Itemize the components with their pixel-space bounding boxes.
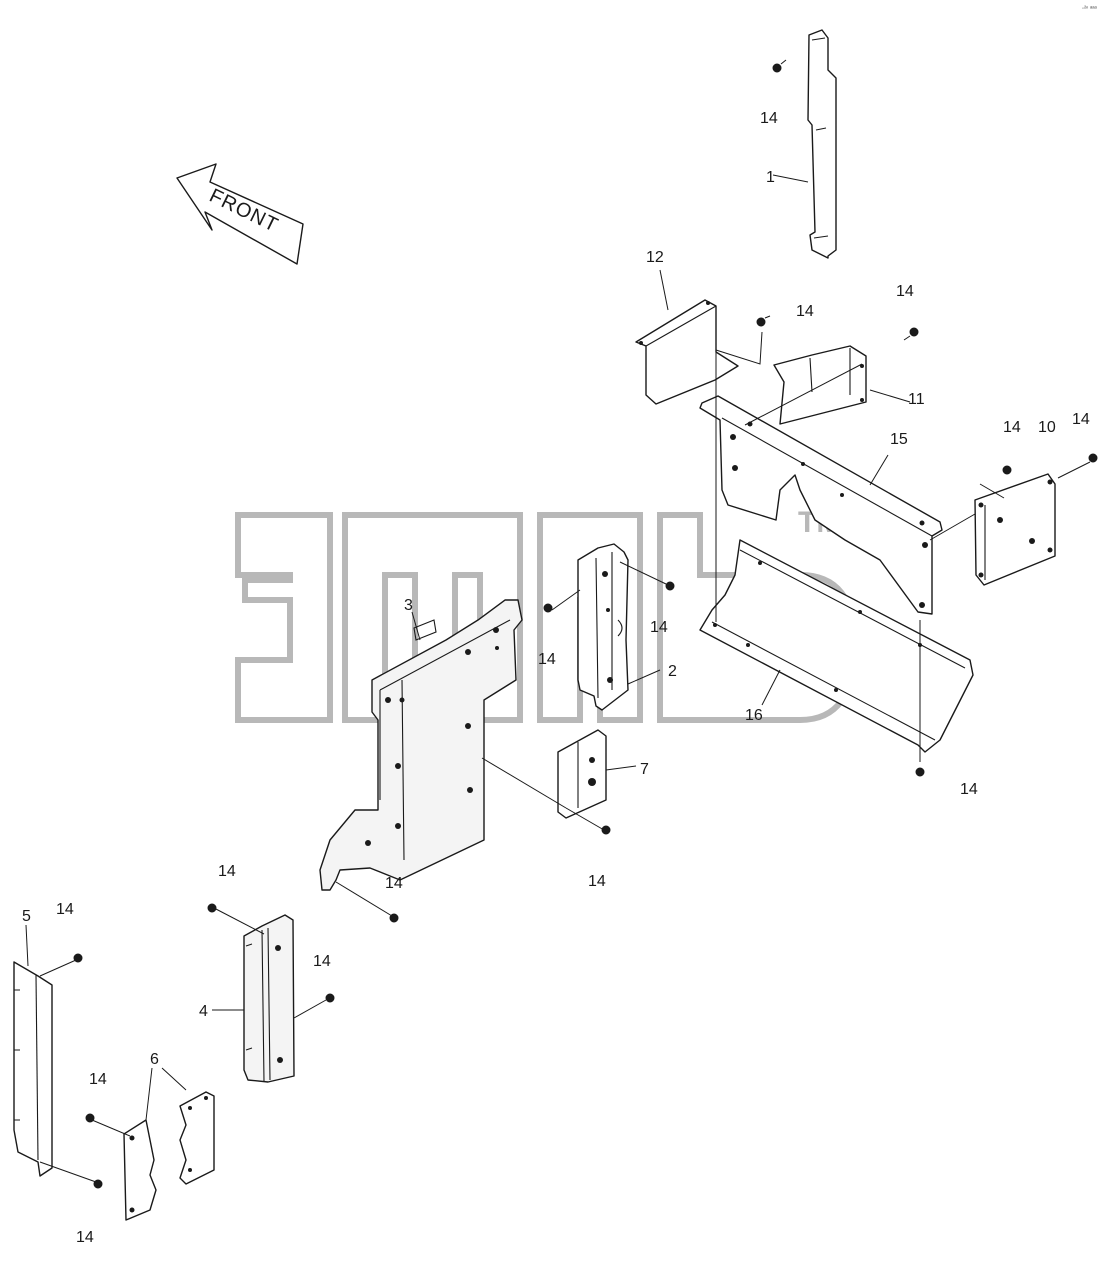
label-part-16: 16 (745, 707, 763, 724)
corner-mark: ◦²ⁿ ᵃᵃᵃ (1082, 5, 1097, 12)
bolt-14-l (325, 993, 335, 1003)
label-bolt-14: 14 (1072, 411, 1090, 428)
label-bolt-14: 14 (56, 901, 74, 918)
part-labels: 1 2 3 4 5 6 7 10 11 12 15 16 14 14 14 14… (22, 110, 1090, 1246)
part-15-panel (699, 395, 943, 615)
bolt-14-e (1088, 453, 1098, 463)
front-arrow: FRONT (176, 163, 304, 265)
label-part-15: 15 (890, 431, 908, 448)
part-6-clamp-right (179, 1091, 215, 1185)
label-bolt-14: 14 (89, 1071, 107, 1088)
part-11-bracket (773, 345, 867, 425)
label-part-5: 5 (22, 908, 31, 925)
part-7-block (557, 729, 607, 819)
label-bolt-14: 14 (650, 619, 668, 636)
label-bolt-14: 14 (960, 781, 978, 798)
bolt-14-a (772, 59, 787, 73)
bolt-14-i (601, 825, 611, 835)
bolt-14-g (543, 603, 553, 613)
part-3-main-panel (319, 599, 523, 891)
label-bolt-14: 14 (538, 651, 556, 668)
label-part-3: 3 (404, 597, 413, 614)
label-bolt-14: 14 (1003, 419, 1021, 436)
label-bolt-14: 14 (760, 110, 778, 127)
label-part-1: 1 (766, 169, 775, 186)
part-10-plate (974, 473, 1056, 586)
part-6-clamp-left (123, 1119, 157, 1221)
label-part-10: 10 (1038, 419, 1056, 436)
label-part-6: 6 (150, 1051, 159, 1068)
part-12-bracket (635, 299, 739, 405)
label-bolt-14: 14 (76, 1229, 94, 1246)
label-bolt-14: 14 (588, 873, 606, 890)
bolt-14-d (1002, 465, 1012, 475)
bolt-14-k (207, 903, 217, 913)
label-part-2: 2 (668, 663, 677, 680)
label-bolt-14: 14 (313, 953, 331, 970)
bolt-14-o (93, 1179, 103, 1189)
bolts (73, 59, 1098, 1189)
label-bolt-14: 14 (796, 303, 814, 320)
bolt-14-f (915, 767, 925, 777)
assembly-lines (25, 174, 1091, 1183)
label-bolt-14: 14 (385, 875, 403, 892)
label-part-12: 12 (646, 249, 664, 266)
label-bolt-14: 14 (896, 283, 914, 300)
part-5-strip (13, 961, 53, 1177)
bolt-14-c (903, 327, 919, 341)
part-4-bar (243, 914, 295, 1083)
bolt-14-j (389, 913, 399, 923)
part-1-vertical-strip (807, 29, 837, 259)
label-part-11: 11 (908, 391, 925, 408)
bolt-14-b (756, 315, 771, 327)
label-part-4: 4 (199, 1003, 208, 1020)
bolt-14-h (665, 581, 675, 591)
bolt-14-m (73, 953, 83, 963)
part-16-lower-panel (699, 539, 974, 753)
label-bolt-14: 14 (218, 863, 236, 880)
label-part-7: 7 (640, 761, 649, 778)
bolt-14-n (85, 1113, 95, 1123)
part-2-block (577, 543, 629, 711)
